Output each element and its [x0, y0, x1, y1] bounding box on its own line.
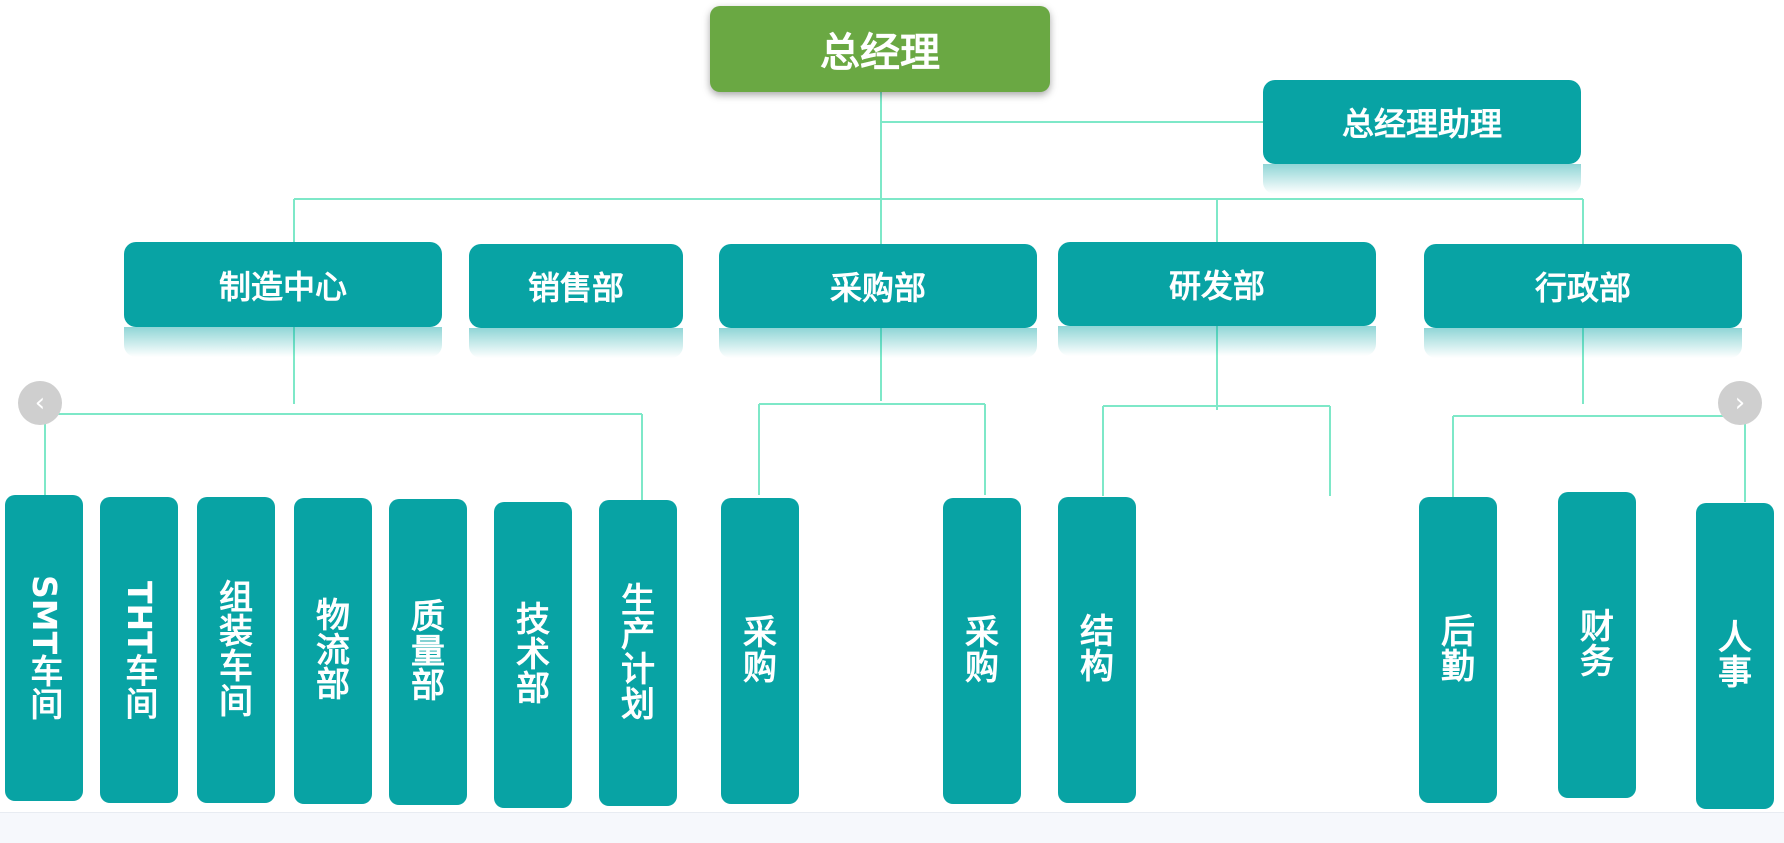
chevron-left-icon: ‹ — [34, 388, 46, 418]
unit-hr: 人事 — [1696, 503, 1774, 809]
assistant-label: 总经理助理 — [1341, 105, 1502, 143]
chevron-right-icon: › — [1734, 388, 1746, 418]
unit-label: 生产计划 — [621, 580, 655, 725]
unit-logistics-support: 后勤 — [1419, 497, 1497, 803]
unit-tht: THT车间 — [100, 497, 178, 803]
unit-label: 物流部 — [316, 595, 350, 706]
unit-label: THT车间 — [119, 580, 159, 720]
connector-lines — [44, 92, 1746, 502]
ceo-label: 总经理 — [820, 30, 940, 76]
dept-label: 采购部 — [829, 269, 926, 307]
dept-sales: 销售部 — [469, 244, 683, 358]
unit-label: 组装车间 — [219, 577, 253, 722]
dept-label: 研发部 — [1168, 267, 1265, 305]
unit-smt: SMT车间 — [5, 495, 83, 801]
unit-finance: 财务 — [1558, 492, 1636, 798]
unit-production-planning: 生产计划 — [599, 500, 677, 806]
org-chart: 总经理 总经理助理 制造中心 销售部 采购部 研发部 行政部 SMT车间 THT… — [0, 6, 1784, 813]
unit-label: 质量部 — [411, 596, 445, 707]
unit-structure: 结构 — [1058, 497, 1136, 803]
assistant-node: 总经理助理 — [1263, 80, 1581, 194]
dept-label: 行政部 — [1534, 269, 1631, 307]
dept-label: 制造中心 — [218, 267, 347, 306]
dept-admin: 行政部 — [1424, 244, 1742, 358]
ceo-node: 总经理 — [710, 6, 1050, 92]
unit-label: 结构 — [1080, 612, 1114, 687]
unit-label: 采购 — [743, 613, 777, 688]
dept-purchasing: 采购部 — [719, 244, 1037, 358]
dept-rnd: 研发部 — [1058, 242, 1376, 356]
unit-logistics: 物流部 — [294, 498, 372, 804]
dept-label: 销售部 — [527, 269, 624, 307]
next-arrow-button[interactable]: › — [1718, 381, 1762, 425]
unit-purchasing-2: 采购 — [943, 498, 1021, 804]
unit-label: 财务 — [1580, 607, 1614, 682]
unit-label: SMT车间 — [24, 575, 64, 721]
unit-quality: 质量部 — [389, 499, 467, 805]
unit-label: 技术部 — [516, 599, 550, 710]
unit-label: 后勤 — [1441, 612, 1475, 687]
unit-purchasing-1: 采购 — [721, 498, 799, 804]
prev-arrow-button[interactable]: ‹ — [18, 381, 62, 425]
unit-assembly: 组装车间 — [197, 497, 275, 803]
unit-label: 采购 — [965, 613, 999, 688]
unit-label: 人事 — [1718, 618, 1752, 693]
unit-technical: 技术部 — [494, 502, 572, 808]
dept-manufacturing: 制造中心 — [124, 242, 442, 357]
